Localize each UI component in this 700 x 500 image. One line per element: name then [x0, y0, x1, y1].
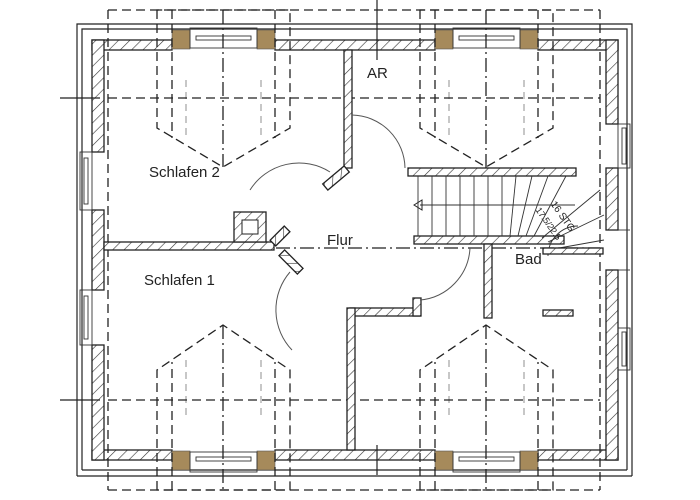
room-label-schlafen-1: Schlafen 1: [144, 272, 215, 289]
side-windows: [79, 123, 631, 371]
door-swings: [249, 114, 471, 351]
room-label-schlafen-2: Schlafen 2: [149, 164, 220, 181]
staircase: [413, 175, 605, 257]
room-label-flur: Flur: [327, 232, 353, 249]
interior-walls: [103, 49, 577, 451]
room-label-bad: Bad: [515, 251, 542, 268]
room-label-ar: AR: [367, 65, 388, 82]
axis-lines: [60, 0, 378, 475]
